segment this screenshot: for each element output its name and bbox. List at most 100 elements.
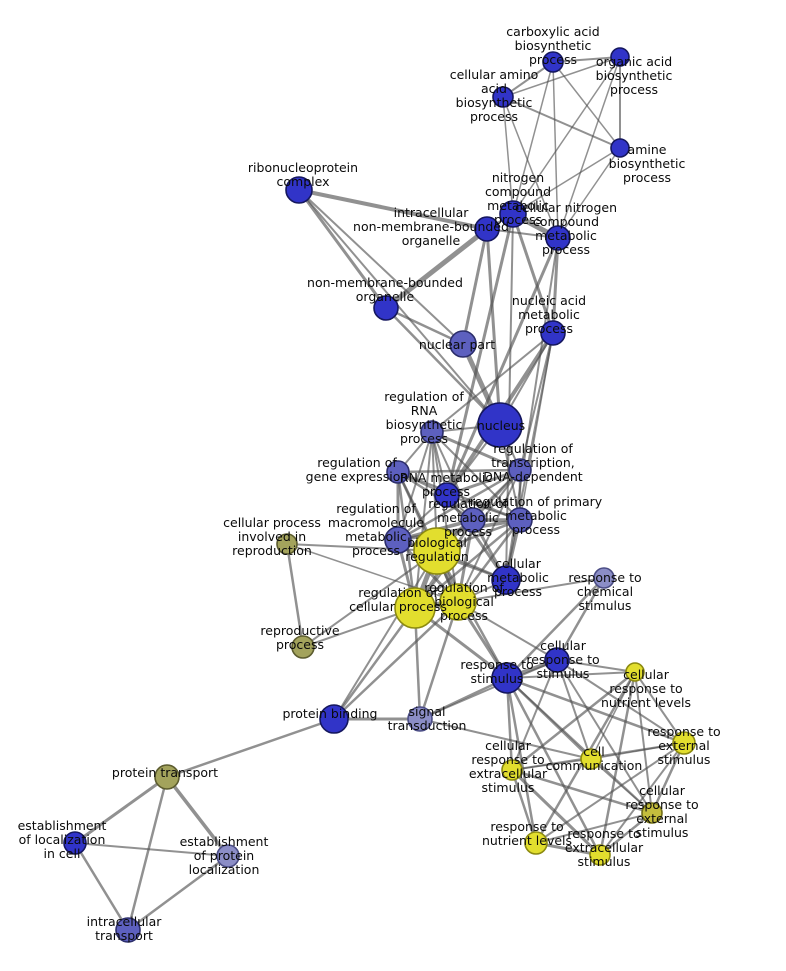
edge-cellular_response_stimulus--cellular_response_external [556,659,653,814]
node-layer [63,47,696,943]
node-label-nuclear_part: nuclear part [419,337,495,352]
node-response_external_stimulus[interactable] [672,731,696,755]
edge-biological_regulation--cellular_process_reproduction [286,543,438,552]
edge-biological_regulation--protein_binding [333,550,438,720]
node-regulation_gene_expression[interactable] [386,460,410,484]
node-regulation_metabolic[interactable] [460,507,486,533]
node-label-protein_binding: protein binding [282,706,377,721]
edge-organic_acid_biosynthetic--cellular_nitrogen_compound_metabolic [557,56,621,239]
node-organic_acid_biosynthetic[interactable] [610,47,630,67]
edge-cellular_nitrogen_compound_metabolic--nucleic_acid_metabolic [551,236,560,335]
edge-cellular_response_nutrient_levels--response_external_stimulus [634,671,685,744]
edge-regulation_transcription_dna--rna_metabolic [445,468,522,497]
node-reproductive_process[interactable] [291,635,315,659]
node-label-protein_transport: protein transport [112,765,218,780]
edge-establishment_localization_in_cell--intracellular_transport [73,841,130,932]
node-response_extracellular_stimulus[interactable] [589,844,611,866]
edge-response_chemical_stimulus--response_stimulus [505,576,606,680]
node-nucleus[interactable] [477,402,523,448]
node-regulation_transcription_dna[interactable] [508,458,532,482]
node-response_chemical_stimulus[interactable] [593,567,615,589]
node-signal_transduction[interactable] [407,706,433,732]
edge-response_stimulus--cellular_response_external [506,677,653,814]
edge-intracellular_nmb_organelle--nucleus [485,227,502,427]
node-establishment_localization_in_cell[interactable] [63,831,87,855]
node-cellular_response_nutrient_levels[interactable] [625,662,645,682]
edge-cellular_response_extracellular--response_extracellular_stimulus [510,768,602,857]
node-cellular_metabolic[interactable] [491,565,521,595]
node-response_stimulus[interactable] [491,662,523,694]
node-nuclear_part[interactable] [449,330,477,358]
edge-regulation_biological_process--response_chemical_stimulus [457,577,605,603]
edge-regulation_transcription_dna--regulation_gene_expression [396,468,522,474]
node-label-nucleus: nucleus [477,418,525,433]
edge-nitrogen_compound_metabolic--rna_metabolic [445,212,515,497]
node-regulation_biological_process[interactable] [439,583,477,621]
node-biological_regulation[interactable] [413,527,461,575]
node-regulation_rna_biosynthetic[interactable] [420,420,444,444]
edge-carboxylic_acid_biosynthetic--nitrogen_compound_metabolic [512,61,554,215]
node-amine_biosynthetic[interactable] [610,138,630,158]
node-cellular_process_reproduction[interactable] [276,533,298,555]
node-cellular_response_extracellular[interactable] [501,759,523,781]
edge-cellular_response_extracellular--cellular_response_external [510,768,654,815]
node-cellular_amino_acid_biosynthetic[interactable] [492,86,514,108]
edge-establishment_localization_in_cell--establishment_protein_localization [74,842,229,857]
node-intracellular_transport[interactable] [115,917,141,943]
edge-nucleic_acid_metabolic--regulation_rna_biosynthetic [431,332,554,433]
edge-rna_metabolic--regulation_primary_metabolic [446,494,521,521]
node-ribonucleoprotein_complex[interactable] [285,176,313,204]
edge-amine_biosynthetic--nitrogen_compound_metabolic [512,147,621,215]
edge-regulation_rna_biosynthetic--regulation_biological_process [431,431,459,603]
edge-cell_communication--cellular_response_extracellular [511,758,592,771]
node-nmb_organelle[interactable] [373,295,399,321]
edge-response_stimulus--response_external_stimulus [505,676,686,745]
node-cellular_response_external[interactable] [641,802,663,824]
node-response_nutrient_levels[interactable] [524,831,548,855]
edge-cellular_response_stimulus--cell_communication [556,659,592,760]
edge-regulation_biological_process--signal_transduction [418,600,460,721]
node-cellular_nitrogen_compound_metabolic[interactable] [545,225,571,251]
edge-cellular_response_external--response_extracellular_stimulus [598,811,654,857]
edge-establishment_protein_localization--intracellular_transport [126,854,230,932]
edge-intracellular_nmb_organelle--nuclear_part [461,227,489,346]
edge-regulation_cellular_process--protein_binding [332,606,417,721]
node-intracellular_nmb_organelle[interactable] [474,216,500,242]
edge-regulation_transcription_dna--regulation_macromolecule_metabolic [396,468,522,542]
edge-amine_biosynthetic--cellular_nitrogen_compound_metabolic [557,147,621,239]
edge-cellular_amino_acid_biosynthetic--nitrogen_compound_metabolic [502,96,514,215]
node-cell_communication[interactable] [580,748,602,770]
node-establishment_protein_localization[interactable] [216,844,240,868]
node-protein_binding[interactable] [319,704,349,734]
node-regulation_cellular_process[interactable] [394,587,436,629]
node-regulation_primary_metabolic[interactable] [507,507,533,533]
edge-nucleic_acid_metabolic--regulation_transcription_dna [519,332,554,471]
node-protein_transport[interactable] [154,764,180,790]
node-regulation_macromolecule_metabolic[interactable] [384,526,412,554]
node-nucleic_acid_metabolic[interactable] [540,320,566,346]
node-cellular_response_stimulus[interactable] [544,647,570,673]
node-carboxylic_acid_biosynthetic[interactable] [542,51,564,73]
edge-ribonucleoprotein_complex--intracellular_nmb_organelle [297,188,489,231]
node-nitrogen_compound_metabolic[interactable] [499,200,527,228]
edge-cellular_process_reproduction--reproductive_process [285,542,305,649]
node-rna_metabolic[interactable] [434,482,460,508]
